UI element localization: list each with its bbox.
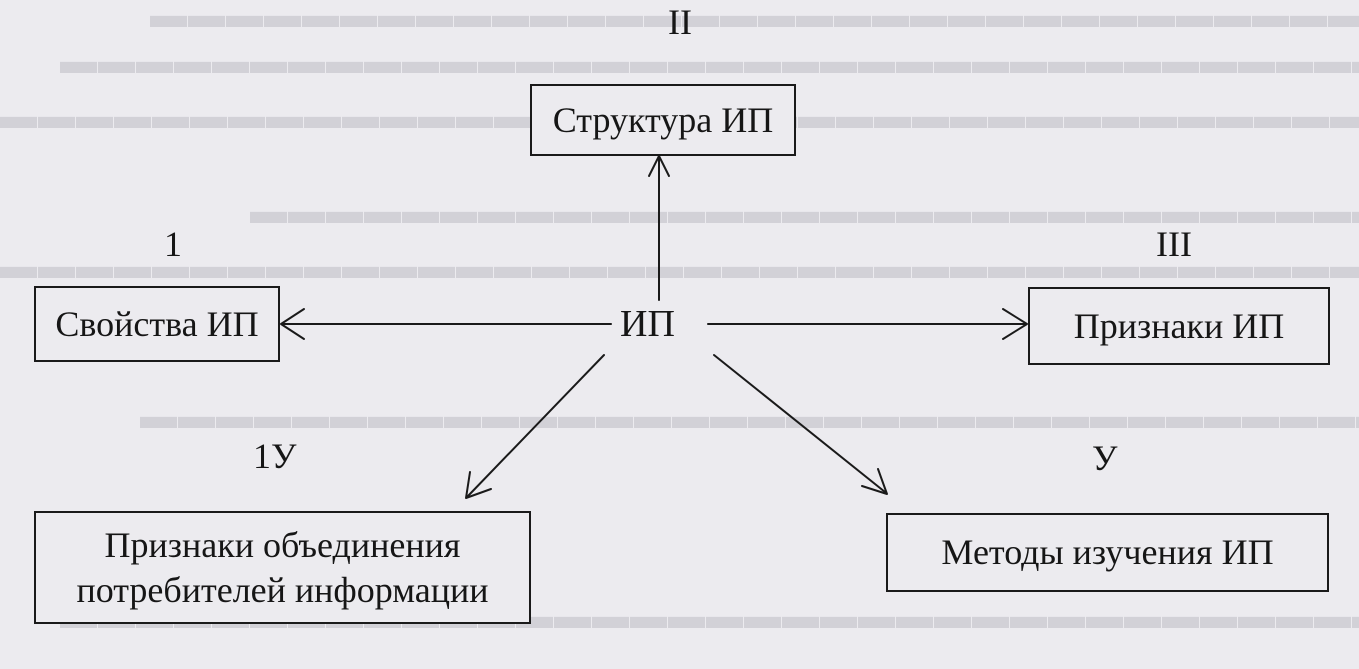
node-structure-label: Структура ИП (552, 99, 774, 140)
node-consumer-grouping-label: Признаки объединения потребителей информ… (76, 524, 489, 610)
node-structure: Структура ИП (530, 84, 796, 156)
node-number-methods: У (1092, 438, 1118, 478)
arrowhead-consumer-grouping (465, 471, 492, 499)
node-methods-label: Методы изучения ИП (941, 532, 1274, 572)
arrowhead-methods (861, 468, 888, 495)
center-node-ip: ИП (616, 305, 679, 343)
arrow-to-methods (713, 354, 886, 493)
node-properties: Свойства ИП (34, 286, 280, 362)
node-number-structure: II (668, 2, 692, 42)
arrow-to-consumer-grouping (467, 354, 605, 497)
node-properties-label: Свойства ИП (55, 303, 259, 344)
node-consumer-grouping: Признаки объединения потребителей информ… (34, 511, 531, 624)
arrowhead-properties (280, 308, 305, 340)
node-number-features: III (1156, 224, 1192, 264)
node-number-properties: 1 (164, 224, 182, 264)
arrowhead-structure (648, 155, 670, 177)
node-methods: Методы изучения ИП (886, 513, 1329, 592)
arrowhead-features (1002, 308, 1028, 340)
node-features: Признаки ИП (1028, 287, 1330, 365)
node-features-label: Признаки ИП (1073, 305, 1285, 346)
node-number-consumer-grouping: 1У (253, 436, 297, 476)
